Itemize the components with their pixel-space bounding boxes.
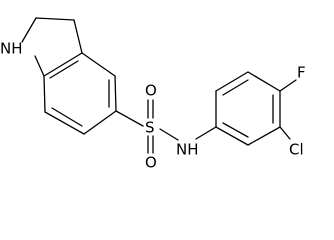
atom-label-chlorine: Cl [289,141,304,159]
bond-c2-c3 [215,71,249,92]
bond-c6-c1-inner [222,122,249,138]
bond-c2-c3 [35,17,75,21]
atom-label-oxygen-bottom: O [145,154,157,171]
bond-c4-f [279,79,297,92]
bond-c5-cl [279,126,291,140]
atom-label-sulfur: S [145,119,155,137]
bond-c7-c6-inner [51,107,83,127]
bond-c2-c3-inner [222,79,249,96]
bond-c6-c1 [215,126,249,146]
chlorofluorophenyl-ring [215,71,297,146]
bond-c5-c6 [247,126,281,146]
bond-c5-s [115,110,144,127]
sulfonamide-group [115,99,217,154]
bond-n1-c2 [21,17,37,43]
bond-c7-c6 [44,111,85,135]
bond-c7a-n1 [34,55,45,77]
bond-c3-c3a [73,19,83,54]
bond-n-c1prime [195,126,217,140]
molecule-structure: NH S O O NH Cl F [0,17,306,171]
bond-c3a-c7a-inner [49,60,79,79]
bond-c4-c3a [81,52,116,77]
bond-s-n [159,128,179,141]
bond-c7a-c7 [43,75,46,113]
atom-label-fluorine: F [297,64,306,82]
atom-label-oxygen-top: O [145,82,157,100]
indoline-benzene-ring [43,52,117,135]
indoline-five-ring [21,17,83,77]
atom-label-nh-ring: NH [0,40,23,58]
bond-c6-c5 [83,110,117,135]
atom-label-nh-amide: NH [176,141,199,159]
bond-c3-c4 [247,71,281,92]
bond-c3a-c7a [43,52,83,77]
bond-c5-c4 [114,75,117,112]
